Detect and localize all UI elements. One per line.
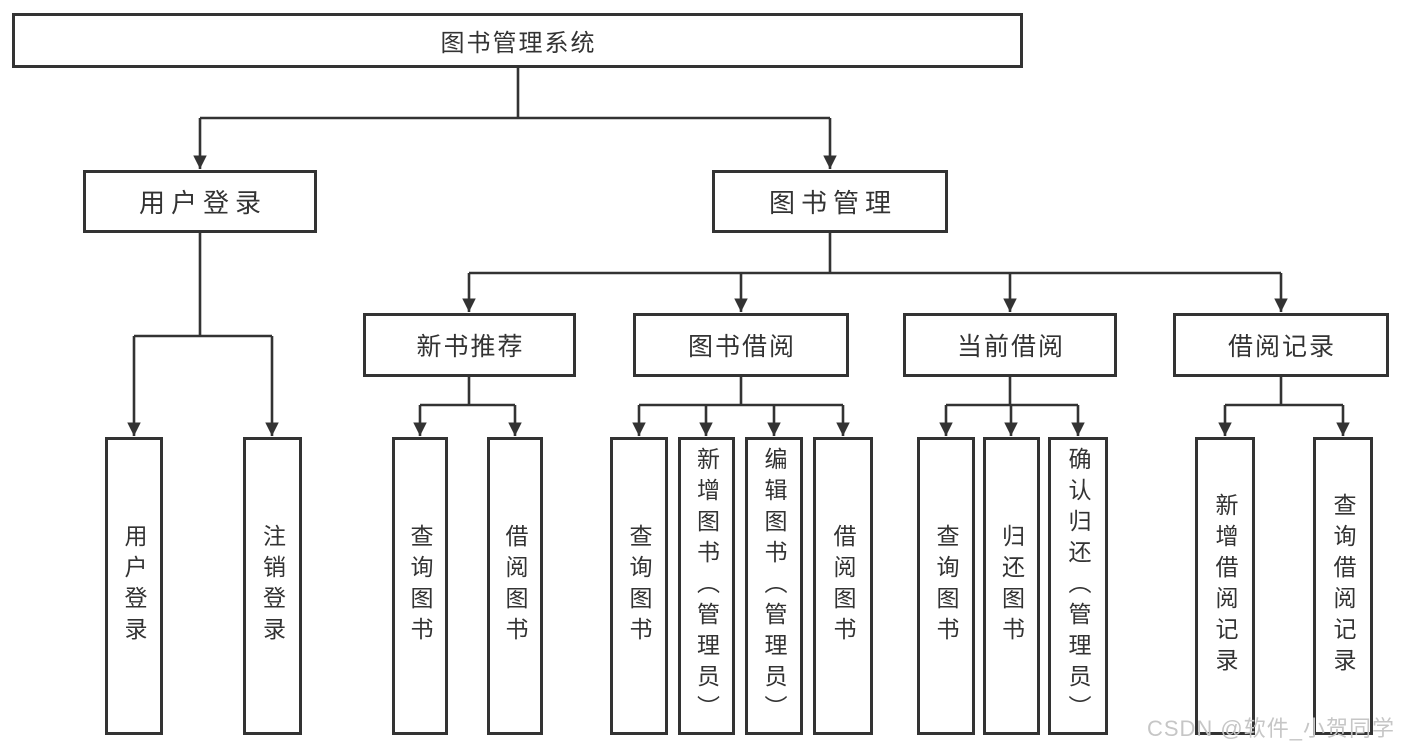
node-label: 归还图书 [998,524,1025,648]
leaf-query-books-3: 查询图书 [917,437,975,735]
leaf-borrow-books-2: 借阅图书 [813,437,873,735]
node-current-borrow: 当前借阅 [903,313,1117,377]
connector-userlogin-to-leaves [127,233,279,436]
leaf-query-books-2: 查询图书 [610,437,668,735]
node-label: 查询借阅记录 [1330,493,1356,679]
node-label: 编辑图书（管理员） [761,446,787,726]
node-book-management: 图书管理 [712,170,948,233]
leaf-edit-books-admin: 编辑图书（管理员） [745,437,803,735]
node-label: 注销登录 [259,524,286,648]
node-new-book-recommend: 新书推荐 [363,313,576,377]
node-label: 新增图书（管理员） [693,446,720,726]
node-label: 借阅图书 [830,524,856,648]
leaf-query-books-1: 查询图书 [392,437,448,735]
node-label: 图书借阅 [687,333,796,361]
node-label: 新书推荐 [416,333,525,361]
leaf-logout: 注销登录 [243,437,302,735]
connector-newbookrec-to-leaves [413,377,522,436]
leaf-confirm-return-admin: 确认归还（管理员） [1048,437,1108,735]
node-label: 当前借阅 [956,333,1065,361]
node-label: 借阅图书 [502,524,528,648]
connector-bookmgmt-to-level3 [462,233,1288,312]
node-label: 查询图书 [626,524,652,648]
connector-borrowrecords-to-leaves [1218,377,1350,436]
connector-currentborrow-to-leaves [939,377,1085,436]
node-user-login: 用户登录 [83,170,317,233]
leaf-add-books-admin: 新增图书（管理员） [678,437,735,735]
node-book-borrow: 图书借阅 [633,313,849,377]
leaf-return-books: 归还图书 [983,437,1040,735]
node-root-system: 图书管理系统 [12,13,1023,68]
leaf-query-borrow-record: 查询借阅记录 [1313,437,1373,735]
node-label: 查询图书 [407,524,433,648]
leaf-borrow-books-1: 借阅图书 [487,437,543,735]
leaf-user-login: 用户登录 [105,437,163,735]
node-label: 图书管理系统 [440,30,597,57]
node-label: 用户登录 [121,524,147,648]
node-label: 确认归还（管理员） [1065,446,1091,726]
node-label: 图书管理 [768,188,897,218]
node-borrow-records: 借阅记录 [1173,313,1389,377]
csdn-watermark: CSDN @软件_小贺同学 [1146,716,1395,741]
node-label: 新增借阅记录 [1212,493,1238,679]
connector-root-to-level2 [193,68,837,169]
connector-bookborrow-to-leaves [632,377,850,436]
node-label: 借阅记录 [1227,333,1336,361]
node-label: 查询图书 [933,524,959,648]
node-label: 用户登录 [138,188,267,218]
leaf-add-borrow-record: 新增借阅记录 [1195,437,1255,735]
